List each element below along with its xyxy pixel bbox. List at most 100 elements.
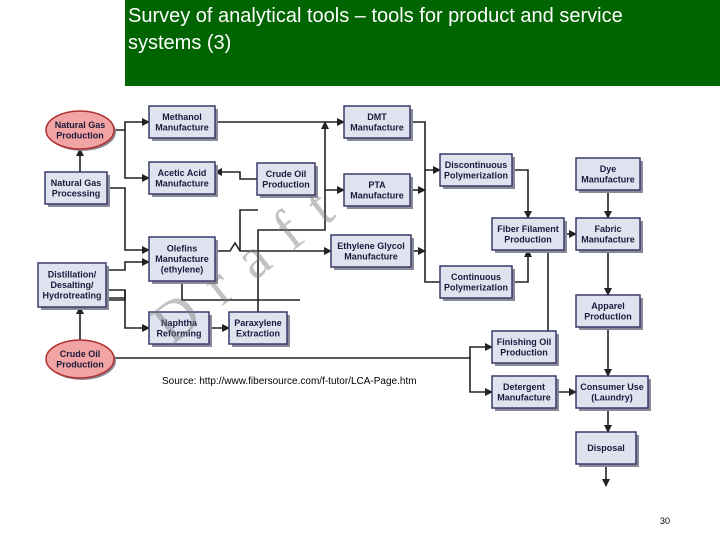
flow-arrow <box>215 241 332 255</box>
flow-arrow <box>106 258 150 271</box>
flow-arrow <box>114 343 493 359</box>
flow-arrow <box>257 121 329 312</box>
node-box <box>228 311 288 345</box>
node-box <box>439 265 513 299</box>
node-label: Fiber Filament <box>497 224 559 234</box>
flow-arrow <box>214 168 257 180</box>
node-label: Olefins <box>167 244 198 254</box>
node-box <box>575 431 637 465</box>
flow-arrow <box>239 209 258 251</box>
node-label: Naphtha <box>161 318 198 328</box>
node-label: Production <box>500 347 548 357</box>
flow-arrow <box>512 169 532 219</box>
flow-connectors <box>76 118 612 487</box>
node-box <box>330 234 412 268</box>
node-label: Paraxylene <box>234 318 282 328</box>
node-label: Reforming <box>157 328 202 338</box>
node-box <box>575 217 641 251</box>
node-label: Manufacture <box>497 392 551 402</box>
node-label: Desalting/ <box>50 280 94 290</box>
node-label: Processing <box>52 188 101 198</box>
node-box <box>575 375 649 409</box>
flow-arrow <box>106 289 150 332</box>
node-box <box>575 157 641 191</box>
flow-arrow <box>106 290 126 301</box>
node-label: Polymerization <box>444 170 508 180</box>
node-label: Methanol <box>162 112 202 122</box>
node-label: (ethylene) <box>161 265 204 275</box>
node-box <box>491 217 565 251</box>
node-box <box>148 105 216 139</box>
node-label: Manufacture <box>581 174 635 184</box>
node-consumer-use: Consumer Use(Laundry) <box>575 375 651 411</box>
flow-arrow <box>107 187 150 254</box>
node-box <box>148 311 210 345</box>
node-label: Distillation/ <box>48 270 97 280</box>
flow-arrow <box>114 118 150 131</box>
flow-arrow <box>124 130 150 182</box>
node-box <box>491 330 557 364</box>
node-box <box>256 162 316 196</box>
node-label: Ethylene Glycol <box>337 241 405 251</box>
flow-arrow <box>410 121 441 174</box>
source-citation: Source: http://www.fibersource.com/f-tut… <box>162 376 417 387</box>
page-number: 30 <box>660 516 671 526</box>
node-label: Discontinuous <box>445 160 508 170</box>
node-label: Consumer Use <box>580 382 644 392</box>
node-label: Production <box>584 311 632 321</box>
node-label: DMT <box>367 112 387 122</box>
flow-arrow <box>512 249 532 283</box>
node-label: Production <box>56 359 104 369</box>
node-label: Manufacture <box>155 254 209 264</box>
node-label: Apparel <box>591 301 625 311</box>
node-label: Crude Oil <box>266 169 307 179</box>
node-label: Production <box>56 130 104 140</box>
node-oval <box>45 339 115 379</box>
node-label: Polymerization <box>444 282 508 292</box>
node-label: Hydrotreating <box>42 291 101 301</box>
node-box <box>343 105 411 139</box>
node-label: Production <box>262 179 310 189</box>
node-label: Natural Gas <box>55 120 106 130</box>
node-label: Manufacture <box>581 234 635 244</box>
node-label: Finishing Oil <box>497 337 552 347</box>
node-box <box>44 171 108 205</box>
node-oval <box>45 110 115 150</box>
node-label: Detergent <box>503 382 545 392</box>
node-box <box>491 375 557 409</box>
node-box <box>148 236 216 282</box>
node-label: Disposal <box>587 443 625 453</box>
node-label: Extraction <box>236 328 280 338</box>
node-label: Manufacture <box>155 178 209 188</box>
flow-arrow <box>181 281 300 301</box>
flow-arrow <box>424 170 440 283</box>
node-label: Manufacture <box>350 122 404 132</box>
node-label: Manufacture <box>350 190 404 200</box>
node-label: Continuous <box>451 272 501 282</box>
node-label: Dye <box>600 164 617 174</box>
node-distillation: Distillation/Desalting/Hydrotreating <box>37 262 109 310</box>
node-box <box>148 161 216 195</box>
node-box <box>575 294 641 328</box>
node-box <box>37 262 107 308</box>
node-label: Manufacture <box>344 251 398 261</box>
node-label: Natural Gas <box>51 178 102 188</box>
flow-arrow <box>469 358 493 396</box>
